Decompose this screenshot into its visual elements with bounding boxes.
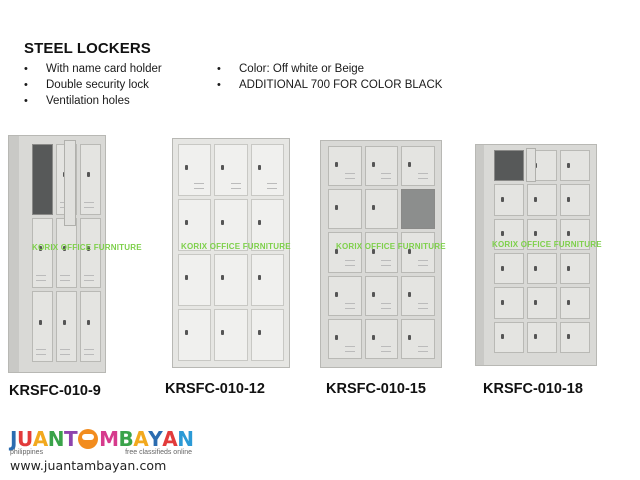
locker-door: [560, 218, 590, 250]
locker-door: [401, 318, 435, 359]
locker-door: [364, 146, 399, 187]
locker-door-grid: [494, 150, 590, 353]
locker-door-grid: [32, 144, 101, 362]
locker-door: [527, 253, 557, 285]
locker-door: [214, 309, 248, 361]
locker-door: [560, 287, 590, 319]
locker-door: [560, 150, 590, 182]
feature-item: •With name card holder: [24, 63, 162, 75]
locker-door: [560, 321, 590, 353]
feature-item: •Ventilation holes: [24, 95, 130, 107]
locker-door: [56, 217, 77, 289]
locker-door: [364, 318, 399, 359]
locker-door: [364, 275, 399, 316]
locker-door: [178, 199, 212, 251]
feature-item: •Double security lock: [24, 79, 149, 91]
locker-image: [320, 140, 442, 368]
product-model-label: KRSFC-010-15: [326, 381, 426, 397]
locker-door: [80, 144, 101, 215]
locker-door: [494, 287, 524, 319]
mascot-icon: [78, 429, 99, 449]
locker-door: [364, 232, 399, 273]
locker-door: [494, 184, 524, 216]
bullet-icon: •: [24, 95, 28, 107]
feature-item: •Color: Off white or Beige: [217, 63, 365, 75]
bullet-icon: •: [24, 79, 28, 91]
logo-url-link[interactable]: www.juantambayan.com: [10, 458, 167, 473]
watermark: KORIX OFFICE FURNITURE: [336, 242, 446, 251]
product-model-label: KRSFC-010-12: [165, 381, 265, 397]
locker-door: [527, 184, 557, 216]
locker-door-open: [32, 144, 53, 215]
locker-door: [80, 217, 101, 289]
locker-door: [494, 253, 524, 285]
bullet-icon: •: [24, 63, 28, 75]
page-title: STEEL LOCKERS: [24, 40, 151, 57]
logo-tagline: philippines free classifieds online: [10, 449, 192, 456]
locker-door-open: [401, 189, 435, 230]
locker-door: [401, 146, 435, 187]
feature-column-left: •With name card holder •Double security …: [24, 61, 162, 109]
locker-door: [560, 253, 590, 285]
bullet-icon: •: [217, 79, 221, 91]
locker-door: [328, 275, 362, 316]
locker-door: [214, 144, 248, 196]
locker-door: [494, 218, 524, 250]
locker-door: [250, 199, 284, 251]
feature-item: •ADDITIONAL 700 FOR COLOR BLACK: [217, 79, 443, 91]
locker-door: [401, 232, 435, 273]
locker-door: [328, 146, 362, 187]
locker-door: [214, 199, 248, 251]
locker-door: [250, 144, 284, 196]
locker-door: [328, 189, 362, 230]
locker-door-grid: [178, 144, 284, 361]
product-model-label: KRSFC-010-9: [9, 383, 101, 399]
locker-image: [172, 138, 290, 368]
locker-door: [494, 321, 524, 353]
locker-door: [32, 217, 53, 289]
locker-door: [401, 275, 435, 316]
watermark: KORIX OFFICE FURNITURE: [492, 240, 602, 249]
locker-door: [250, 254, 284, 306]
locker-door: [178, 144, 212, 196]
locker-door: [328, 318, 362, 359]
open-door-panel: [526, 148, 536, 182]
locker-door: [80, 291, 101, 362]
watermark: KORIX OFFICE FURNITURE: [181, 242, 291, 251]
locker-door: [32, 291, 53, 362]
locker-image: [475, 144, 597, 366]
product-model-label: KRSFC-010-18: [483, 381, 583, 397]
watermark: KORIX OFFICE FURNITURE: [32, 243, 142, 252]
locker-door-grid: [328, 146, 435, 359]
locker-door: [560, 184, 590, 216]
locker-image: [8, 135, 106, 373]
feature-column-right: •Color: Off white or Beige •ADDITIONAL 7…: [217, 61, 442, 93]
open-door-panel: [64, 140, 76, 226]
bullet-icon: •: [217, 63, 221, 75]
locker-door: [527, 321, 557, 353]
locker-door: [328, 232, 362, 273]
locker-door: [56, 291, 77, 362]
locker-door: [364, 189, 399, 230]
locker-door: [214, 254, 248, 306]
header: STEEL LOCKERS: [24, 40, 151, 57]
locker-door-open: [494, 150, 524, 182]
locker-door: [250, 309, 284, 361]
locker-door: [178, 309, 212, 361]
locker-door: [527, 218, 557, 250]
locker-door: [178, 254, 212, 306]
locker-door: [527, 287, 557, 319]
